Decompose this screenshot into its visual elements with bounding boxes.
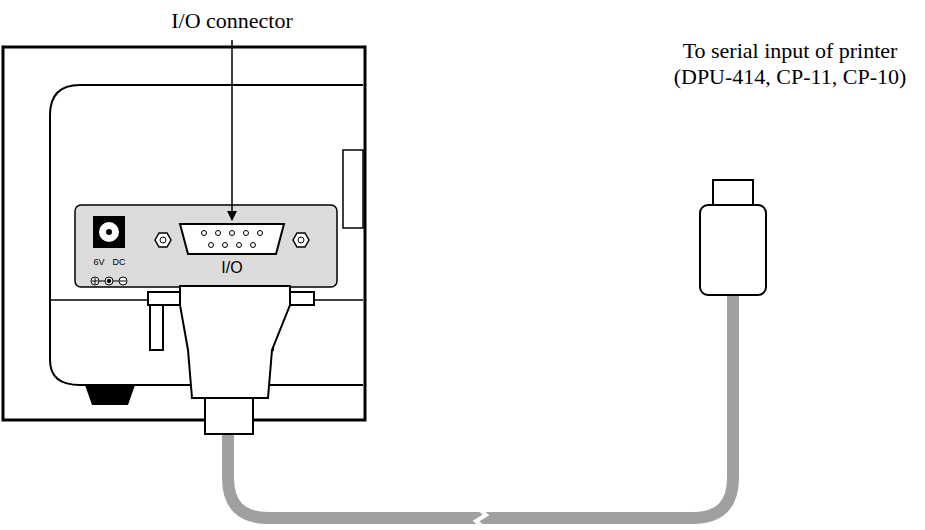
view-frame [3,47,365,420]
side-tab [343,150,363,228]
db9-plug [148,286,314,434]
dc-jack [93,216,125,248]
dc-jack-pin [106,229,112,235]
hex-screw [155,233,171,247]
dc-jack-hole [99,222,119,242]
callout-label: I/O connector [171,8,293,34]
leader-arrow [231,40,233,220]
printer-label: To serial input of printer (DPU-414, CP-… [659,38,921,91]
device-foot [85,385,135,405]
db9-pins [202,231,263,248]
hex-screw [293,233,309,247]
polarity-symbol [91,277,127,285]
cable-break [476,508,486,528]
printer-plug [700,180,766,295]
port-label: I/O [221,258,242,277]
voltage-label: DC [113,257,126,268]
db9-connector [180,224,284,254]
rear-panel [75,205,337,287]
serial-cable [228,292,733,518]
voltage-label: 6V [93,257,104,268]
